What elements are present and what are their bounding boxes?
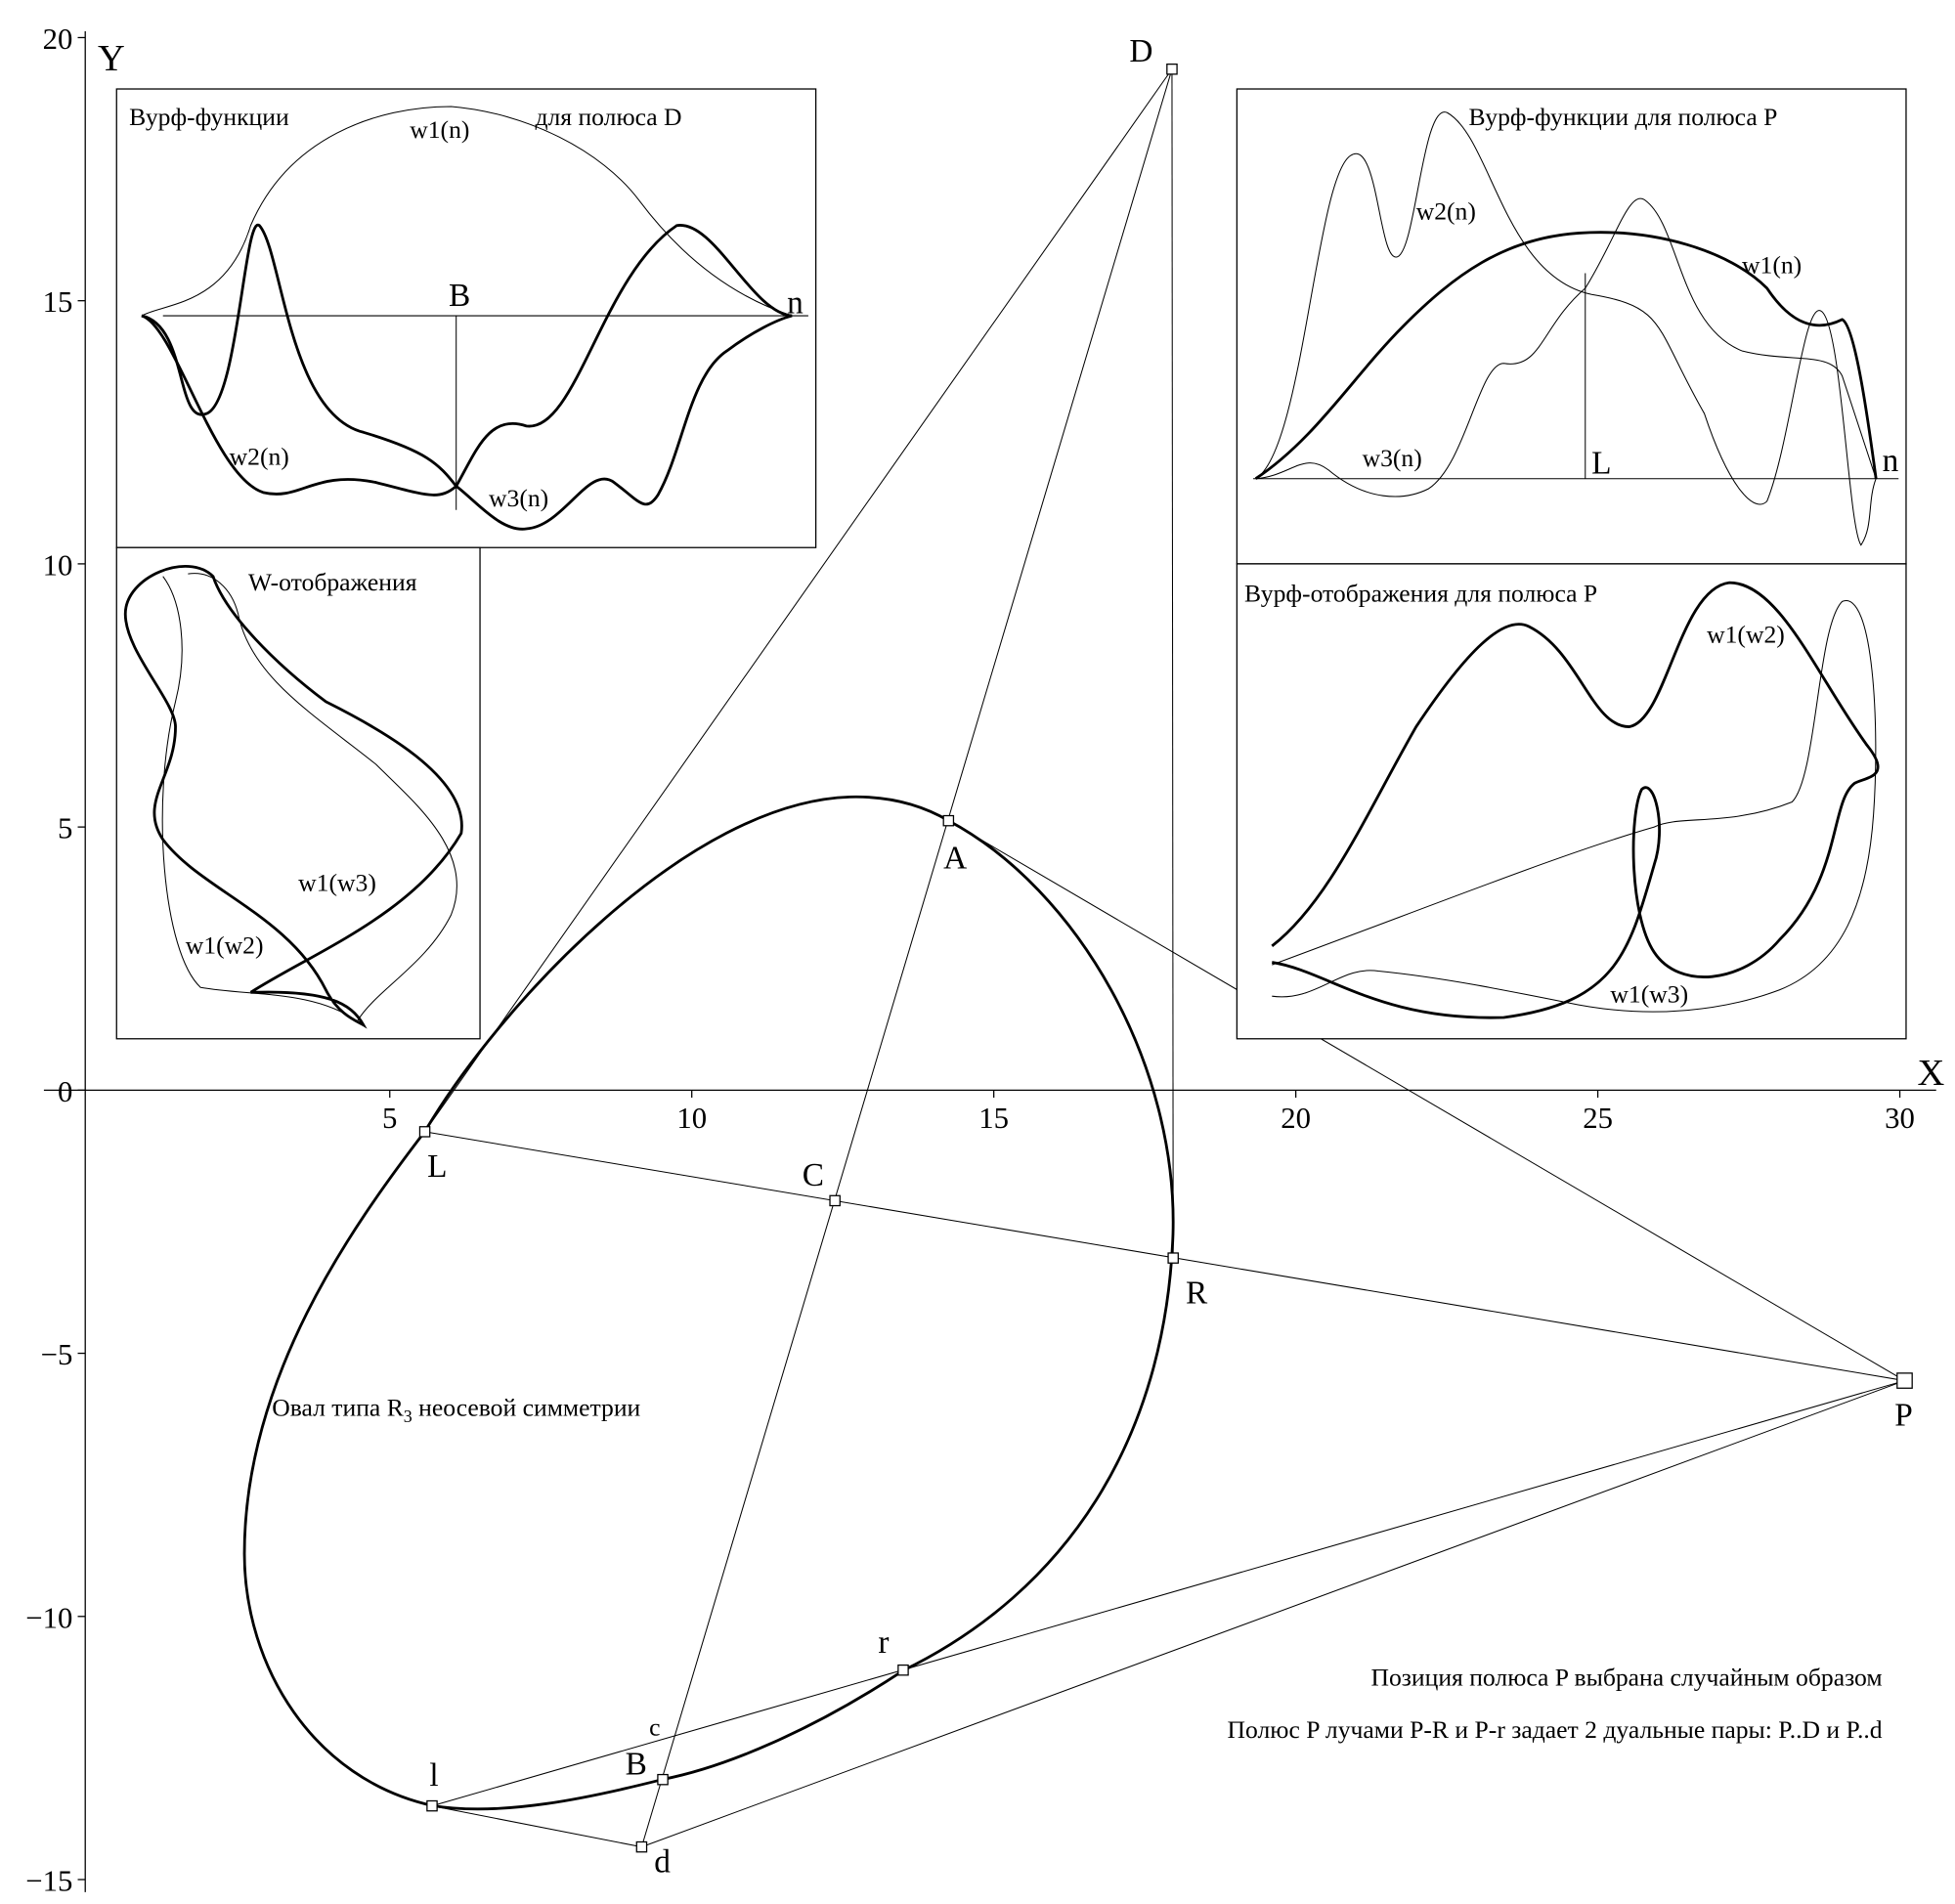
point-r [897, 1664, 909, 1676]
inset-title-left: Вурф-функции [129, 103, 289, 131]
x-tick-label: 5 [382, 1102, 397, 1135]
extra-label-c: c [649, 1713, 660, 1742]
point-label-C: C [803, 1157, 824, 1193]
x-tick-label: 25 [1583, 1102, 1613, 1135]
inset-title-right: для полюса D [535, 103, 681, 131]
segment-l-d [431, 1805, 642, 1848]
segment-A-P [948, 820, 1905, 1382]
point-label-L: L [427, 1148, 447, 1185]
point-label-R: R [1186, 1275, 1208, 1311]
point-label-P: P [1894, 1398, 1913, 1434]
x-ticks: 5 10 15 20 25 30 [382, 1090, 1915, 1135]
annotation-1: Позиция полюса P выбрана случайным образ… [1370, 1663, 1882, 1691]
label-w2: w2(n) [1416, 196, 1476, 225]
y-tick-label: 5 [58, 812, 72, 845]
y-tick-label: −10 [25, 1601, 72, 1634]
x-tick-label: 20 [1281, 1102, 1311, 1135]
inset-p-maps: Вурф-отображения для полюса P w1(w2) w1(… [1236, 563, 1907, 1040]
y-tick-label: −15 [25, 1865, 72, 1898]
segment-D-R [1171, 68, 1174, 1259]
x-tick-label: 10 [676, 1102, 707, 1135]
curve-w1 [141, 106, 793, 317]
label-w3: w3(n) [1363, 444, 1422, 472]
label-end: n [787, 285, 804, 322]
axes: X Y 5 10 15 20 25 30 20 15 10 5 0 −5 −10 −15 [25, 22, 1944, 1898]
point-l [426, 1799, 438, 1812]
curve-w1-w2 [1271, 581, 1880, 1019]
point-L [418, 1126, 431, 1138]
y-tick-label: 10 [43, 548, 73, 582]
label-w1-w3: w1(w3) [1610, 980, 1688, 1009]
label-w1: w1(n) [1742, 250, 1802, 279]
label-w1-w2: w1(w2) [1707, 621, 1785, 649]
inset-d-functions: Вурф-функции для полюса D w1(n) w2(n) w3… [115, 88, 817, 548]
segment-d-P [641, 1380, 1905, 1848]
point-P [1896, 1372, 1913, 1389]
y-tick-label: 20 [43, 22, 73, 56]
x-axis-label: X [1918, 1053, 1945, 1094]
label-w1-w3: w1(w3) [298, 869, 376, 897]
segment-l-P [431, 1380, 1905, 1807]
annotation-2: Полюс P лучами P-R и P-r задает 2 дуальн… [1228, 1715, 1883, 1744]
y-tick-label: 0 [58, 1075, 72, 1108]
inset-title: W-отображения [248, 568, 417, 596]
curve-w3 [1255, 197, 1877, 498]
label-end: n [1883, 443, 1899, 479]
point-D [1166, 63, 1178, 75]
y-ticks: 20 15 10 5 0 −5 −10 −15 [25, 22, 86, 1898]
inset-title: Вурф-отображения для полюса P [1244, 579, 1597, 607]
curve-w2 [141, 224, 793, 489]
label-mark: B [449, 278, 470, 314]
inset-w-maps: W-отображения w1(w3) w1(w2) [115, 546, 481, 1040]
inset-p-functions: Вурф-функции для полюса P w2(n) w1(n) w3… [1236, 88, 1907, 565]
label-w1-w2: w1(w2) [186, 931, 264, 960]
point-label-A: A [943, 840, 967, 876]
x-tick-label: 15 [978, 1102, 1009, 1135]
point-C [829, 1194, 841, 1207]
curve-w1 [1254, 231, 1878, 480]
point-d [635, 1840, 648, 1853]
y-tick-label: −5 [41, 1338, 73, 1371]
label-w2: w2(n) [230, 443, 289, 471]
curve-w1-w2 [161, 573, 457, 1022]
construction-lines [424, 68, 1905, 1848]
oval-curve [242, 795, 1175, 1811]
curve-w1-w3 [123, 565, 463, 1029]
segment-D-L [424, 68, 1173, 1133]
point-R [1167, 1252, 1179, 1264]
point-label-l: l [429, 1757, 438, 1794]
point-label-B: B [626, 1747, 647, 1783]
curve-w1-w3 [1272, 600, 1877, 1013]
point-label-D: D [1129, 33, 1152, 69]
label-w1: w1(n) [410, 115, 469, 144]
inset-title: Вурф-функции для полюса P [1469, 103, 1778, 131]
point-label-r: r [878, 1624, 889, 1661]
point-B [657, 1773, 669, 1786]
point-A [942, 814, 955, 827]
point-label-d: d [654, 1843, 671, 1880]
label-mark: L [1591, 446, 1611, 482]
segment-L-P [424, 1131, 1905, 1382]
label-w3: w3(n) [489, 484, 548, 512]
y-axis-label: Y [98, 38, 125, 79]
y-tick-label: 15 [43, 285, 73, 319]
curve-w2 [1255, 111, 1877, 546]
segment-D-d [640, 68, 1173, 1847]
oval-label: Овал типа R3 неосевой симметрии [272, 1394, 640, 1426]
curve-w3 [141, 314, 793, 531]
x-tick-label: 30 [1885, 1102, 1915, 1135]
